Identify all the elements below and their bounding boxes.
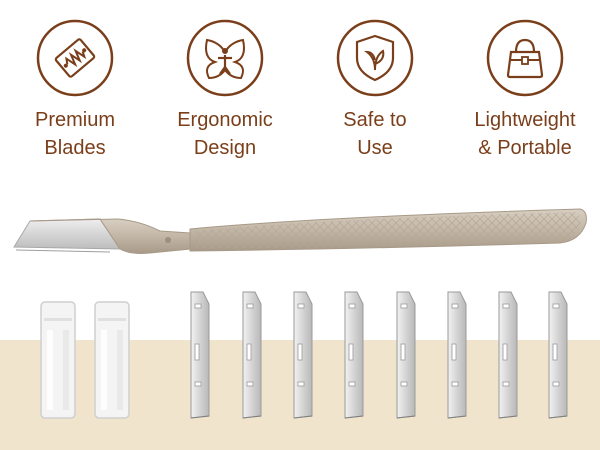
blade-cap (92, 300, 132, 420)
replacement-blade (545, 290, 571, 420)
razor-blade-icon (35, 18, 115, 98)
replacement-blade (495, 290, 521, 420)
handbag-icon (485, 18, 565, 98)
feature-label: Lightweight& Portable (474, 109, 576, 159)
feature-lightweight-portable: Lightweight& Portable (450, 18, 600, 162)
blade-cap (38, 300, 78, 420)
ergonomic-figure-icon (185, 18, 265, 98)
replacement-blade (341, 290, 367, 420)
replacement-blade (290, 290, 316, 420)
replacement-blade (187, 290, 213, 420)
replacement-blade (393, 290, 419, 420)
shield-leaf-icon (335, 18, 415, 98)
replacement-blade (239, 290, 265, 420)
replacement-blade (444, 290, 470, 420)
razor-product-image (0, 195, 600, 265)
